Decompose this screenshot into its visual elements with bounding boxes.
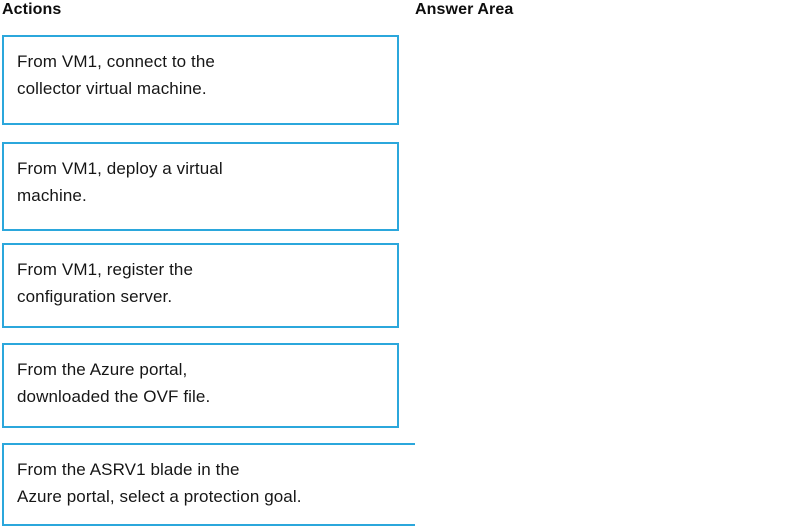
action-item-label: From VM1, deploy a virtual machine. <box>17 159 223 205</box>
action-item-deploy-virtual-machine[interactable]: From VM1, deploy a virtual machine. <box>2 142 399 231</box>
action-item-label: From VM1, register the configuration ser… <box>17 260 194 306</box>
actions-list: From VM1, connect to the collector virtu… <box>0 33 440 529</box>
action-item-label: From the Azure portal, downloaded the OV… <box>17 360 211 406</box>
action-item-connect-collector-vm[interactable]: From VM1, connect to the collector virtu… <box>2 35 399 125</box>
action-item-download-ovf-file[interactable]: From the Azure portal, downloaded the OV… <box>2 343 399 428</box>
action-item-label: From VM1, connect to the collector virtu… <box>17 52 215 98</box>
actions-column-header: Actions <box>2 1 62 18</box>
action-item-label: From the ASRV1 blade in the Azure portal… <box>17 460 302 506</box>
answer-area-drop-zone[interactable] <box>415 33 810 527</box>
answer-area-column-header: Answer Area <box>415 1 514 18</box>
action-item-register-configuration-server[interactable]: From VM1, register the configuration ser… <box>2 243 399 328</box>
action-item-select-protection-goal[interactable]: From the ASRV1 blade in the Azure portal… <box>2 443 429 526</box>
